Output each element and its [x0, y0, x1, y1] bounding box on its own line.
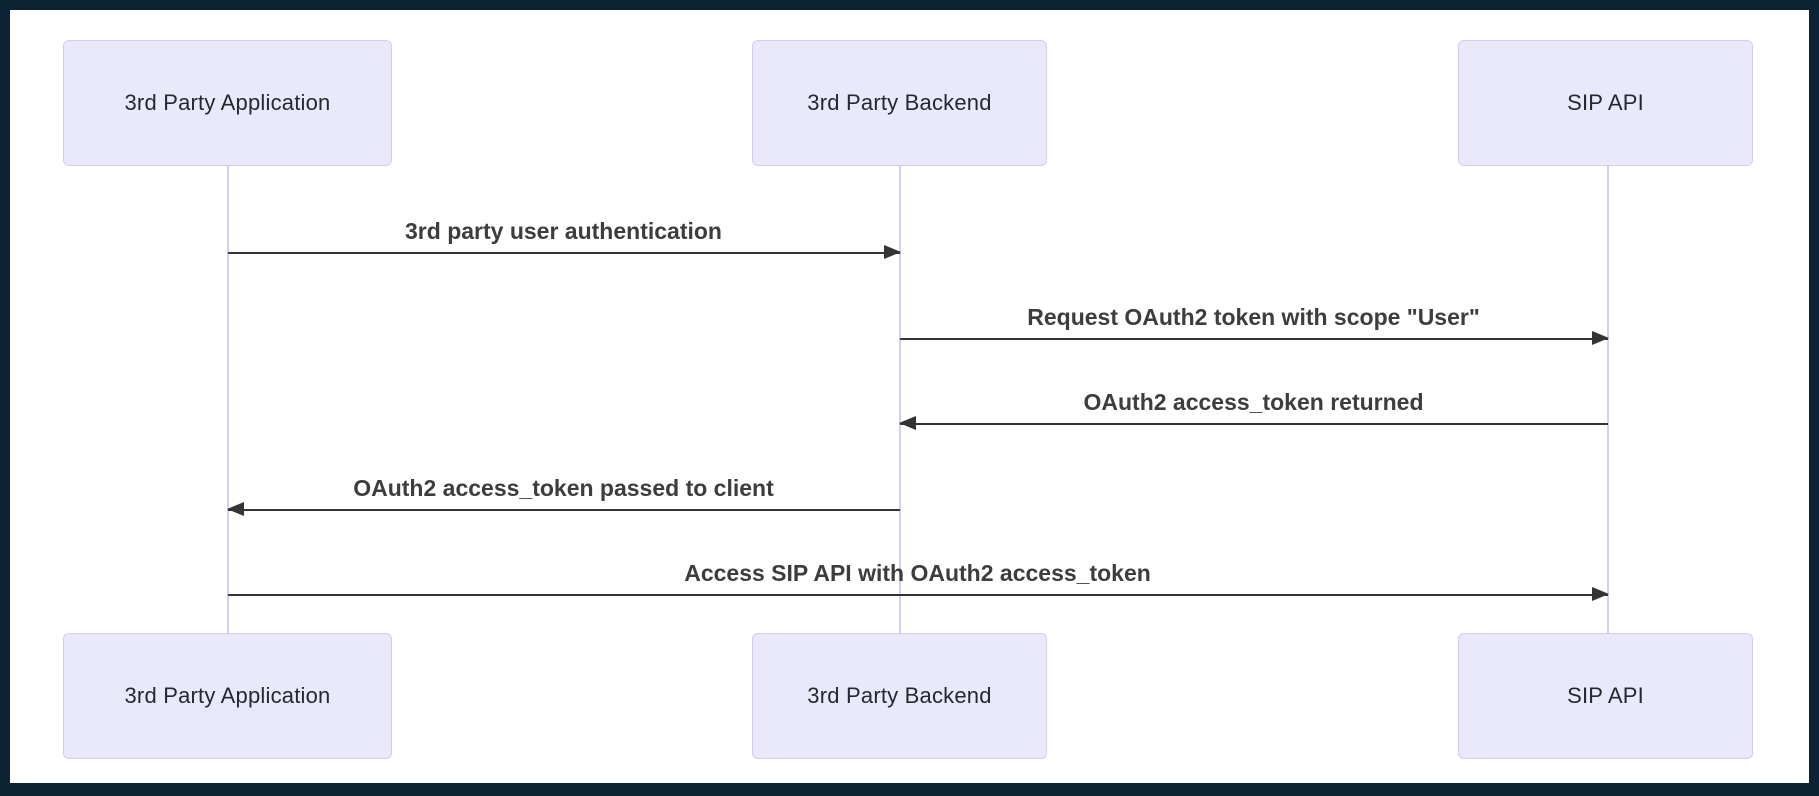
actor-label: SIP API	[1567, 90, 1644, 115]
arrowhead-icon	[1591, 331, 1609, 345]
actor-label: 3rd Party Backend	[807, 90, 992, 115]
message-label: OAuth2 access_token passed to client	[353, 475, 774, 501]
actor-box-third-party-application-top: 3rd Party Application	[63, 40, 392, 166]
actor-box-sip-api-bottom: SIP API	[1458, 633, 1753, 759]
arrowhead-icon	[883, 245, 901, 259]
lifeline-third-party-backend	[898, 166, 901, 634]
lifeline-third-party-application	[226, 166, 229, 634]
message-label: OAuth2 access_token returned	[1083, 389, 1424, 415]
actor-box-third-party-backend-top: 3rd Party Backend	[752, 40, 1047, 166]
arrowhead-icon	[1591, 587, 1609, 601]
actor-box-sip-api-top: SIP API	[1458, 40, 1753, 166]
actor-label: SIP API	[1567, 683, 1644, 708]
actor-label: 3rd Party Backend	[807, 683, 992, 708]
message-arrow-line	[226, 502, 900, 516]
actor-label: 3rd Party Application	[124, 90, 331, 115]
message-label: Access SIP API with OAuth2 access_token	[684, 560, 1151, 586]
message-arrow-line	[227, 587, 1609, 601]
message-arrow-line	[899, 331, 1609, 345]
arrowhead-icon	[226, 502, 244, 516]
actor-label: 3rd Party Application	[124, 683, 331, 708]
actor-box-third-party-application-bottom: 3rd Party Application	[63, 633, 392, 759]
sequence-diagram-canvas: 3rd party user authentication Request OA…	[10, 10, 1809, 783]
lifeline-sip-api	[1606, 166, 1609, 634]
message-label: 3rd party user authentication	[405, 218, 722, 244]
message-arrow-line	[898, 416, 1608, 430]
message-arrow-line	[227, 245, 901, 259]
arrowhead-icon	[898, 416, 916, 430]
message-label: Request OAuth2 token with scope "User"	[1027, 304, 1480, 330]
actor-box-third-party-backend-bottom: 3rd Party Backend	[752, 633, 1047, 759]
